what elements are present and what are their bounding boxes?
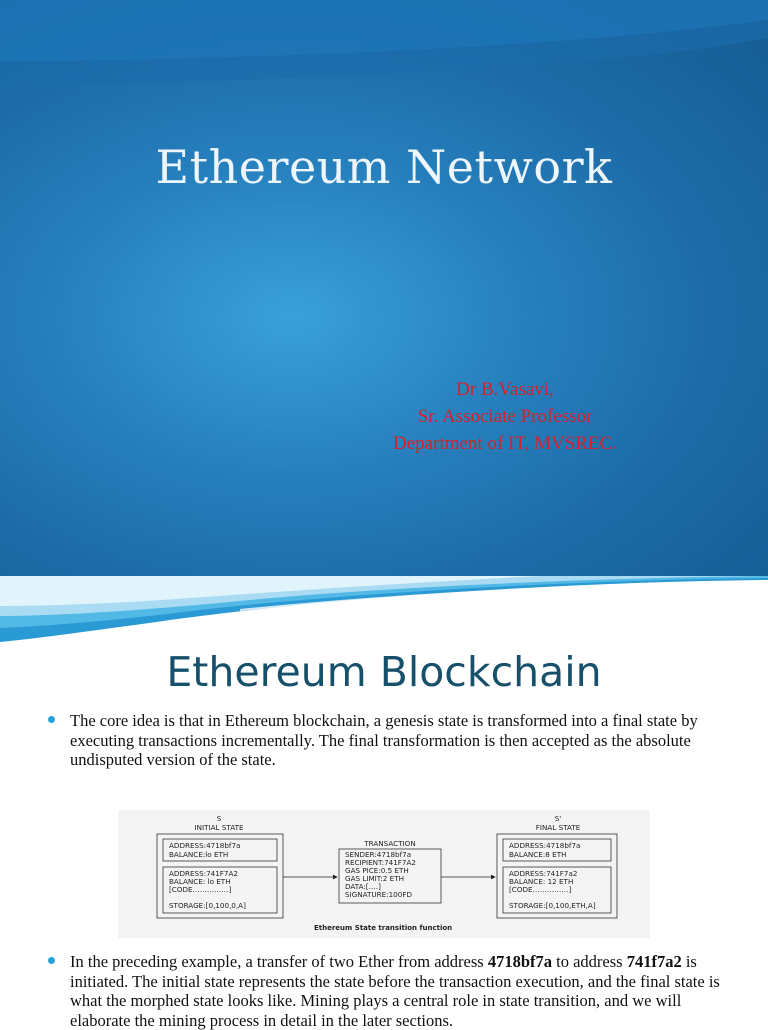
fig-line: BALANCE:8 ETH: [509, 850, 567, 859]
author-position: Sr. Associate Professor: [417, 406, 593, 427]
fig-line: ADDRESS:741F7a2: [509, 869, 577, 878]
transaction-box: [338, 848, 442, 904]
fig-line: ADDRESS:4718bf7a: [509, 841, 580, 850]
fig-line: DATA:[….]: [345, 882, 381, 891]
fig-line: BALANCE: lo ETH: [169, 877, 231, 886]
final-state-symbol: S': [555, 814, 562, 823]
author-block: Dr B.Vasavi, Sr. Associate Professor Dep…: [340, 376, 670, 457]
transaction-label: TRANSACTION: [363, 839, 415, 848]
bullet-text-1: The core idea is that in Ethereum blockc…: [70, 711, 698, 769]
fig-line: SENDER:4718bf7a: [345, 850, 411, 859]
recipient-address: 741f7a2: [626, 952, 682, 971]
author-department: Department of IT, MVSREC.: [393, 433, 617, 454]
fig-line: GAS LIMIT:2 ETH: [345, 874, 404, 883]
final-state-box: [496, 833, 618, 919]
section-title: Ethereum Blockchain: [166, 648, 602, 696]
wave-decoration: [0, 576, 768, 646]
fig-line: [CODE……………]: [169, 885, 231, 894]
fig-line: STORAGE:[0,100,0,A]: [169, 901, 246, 910]
initial-account-2: [162, 866, 278, 914]
top-decorative-band: [0, 0, 768, 88]
initial-state-box: [156, 833, 284, 919]
bullet-paragraph-2: In the preceding example, a transfer of …: [48, 952, 735, 1030]
fig-line: [CODE……………]: [509, 885, 571, 894]
initial-state-symbol: S: [217, 814, 222, 823]
sender-address: 4718bf7a: [487, 952, 553, 971]
state-transition-figure: S INITIAL STATE ADDRESS:4718bf7a BALANCE…: [118, 810, 650, 938]
title-slide: Ethereum Network Dr B.Vasavi, Sr. Associ…: [0, 0, 768, 576]
bullet2-text-part1: In the preceding example, a transfer of …: [70, 952, 488, 971]
fig-line: GAS PICE:0.5 ETH: [345, 866, 409, 875]
fig-line: BALANCE:lo ETH: [169, 850, 228, 859]
initial-account-1: [162, 838, 278, 862]
bullet-dot-icon: [48, 957, 55, 964]
author-name: Dr B.Vasavi,: [456, 379, 554, 400]
bullet-dot-icon: [48, 716, 55, 723]
fig-line: RECIPIENT:741F7A2: [345, 858, 416, 867]
final-account-2: [502, 866, 612, 914]
fig-line: STORAGE:[0,100,ETH,A]: [509, 901, 596, 910]
final-account-1: [502, 838, 612, 862]
final-state-label: FINAL STATE: [536, 823, 581, 832]
fig-line: ADDRESS:741F7A2: [169, 869, 238, 878]
bullet2-text-part2: to address: [552, 952, 627, 971]
fig-line: SIGNATURE:100FD: [345, 890, 412, 899]
bullet-paragraph-1: The core idea is that in Ethereum blockc…: [48, 711, 735, 770]
bullet2-text-part3: is initiated. The initial state represen…: [70, 952, 720, 1030]
figure-caption: Ethereum State transition function: [314, 924, 452, 932]
fig-line: ADDRESS:4718bf7a: [169, 841, 240, 850]
fig-line: BALANCE: 12 ETH: [509, 877, 573, 886]
slide-title: Ethereum Network: [155, 140, 613, 194]
initial-state-label: INITIAL STATE: [194, 823, 243, 832]
